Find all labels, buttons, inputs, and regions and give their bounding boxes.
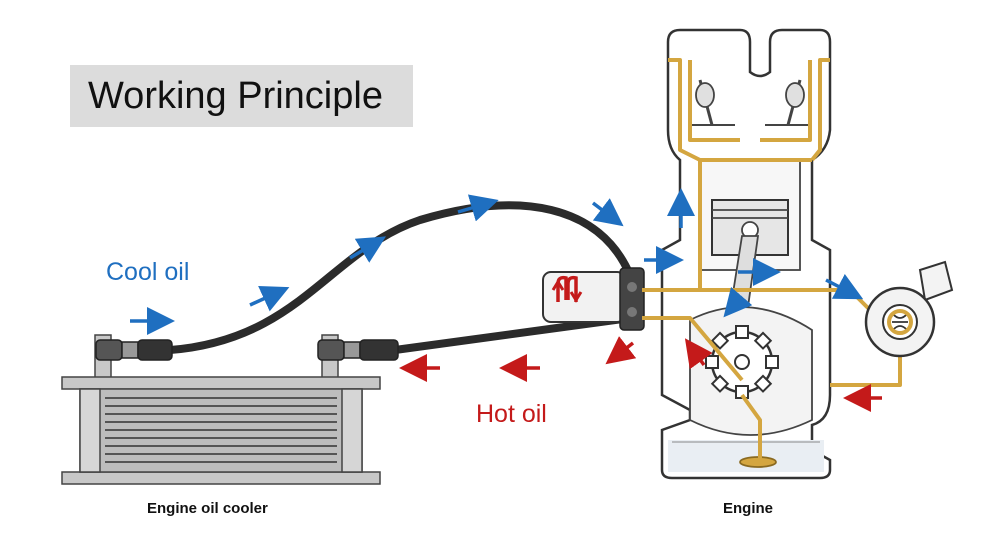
flow-arrow-icon (605, 336, 637, 365)
hot-flow-arrows (399, 336, 882, 412)
turbocharger-icon (864, 260, 954, 358)
hot-oil-hose (391, 314, 634, 354)
flow-arrow-icon (684, 338, 713, 370)
flow-arrow-icon (349, 236, 387, 263)
oil-cooler (61, 334, 381, 485)
hot-oil-label: Hot oil (476, 400, 547, 428)
flow-arrow-icon (723, 286, 753, 318)
oil-pump-gear-icon (705, 325, 779, 399)
engine-caption: Engine (723, 500, 774, 517)
oil-hoses (166, 201, 634, 354)
oil-filter-icon (542, 267, 645, 331)
oil-cooler-caption: Engine oil cooler (147, 500, 268, 517)
flow-arrow-icon (825, 273, 864, 300)
page-title: Working Principle (88, 75, 383, 117)
cool-oil-label: Cool oil (106, 258, 190, 286)
valve-icon (690, 79, 810, 126)
title-banner: Working Principle (70, 65, 413, 127)
cool-oil-hose (166, 201, 634, 354)
flow-arrow-icon (591, 198, 624, 227)
hose-fittings (95, 339, 399, 361)
flow-arrow-icon (249, 285, 290, 312)
cool-flow-arrows (130, 188, 864, 335)
flow-arrow-icon (457, 194, 499, 222)
